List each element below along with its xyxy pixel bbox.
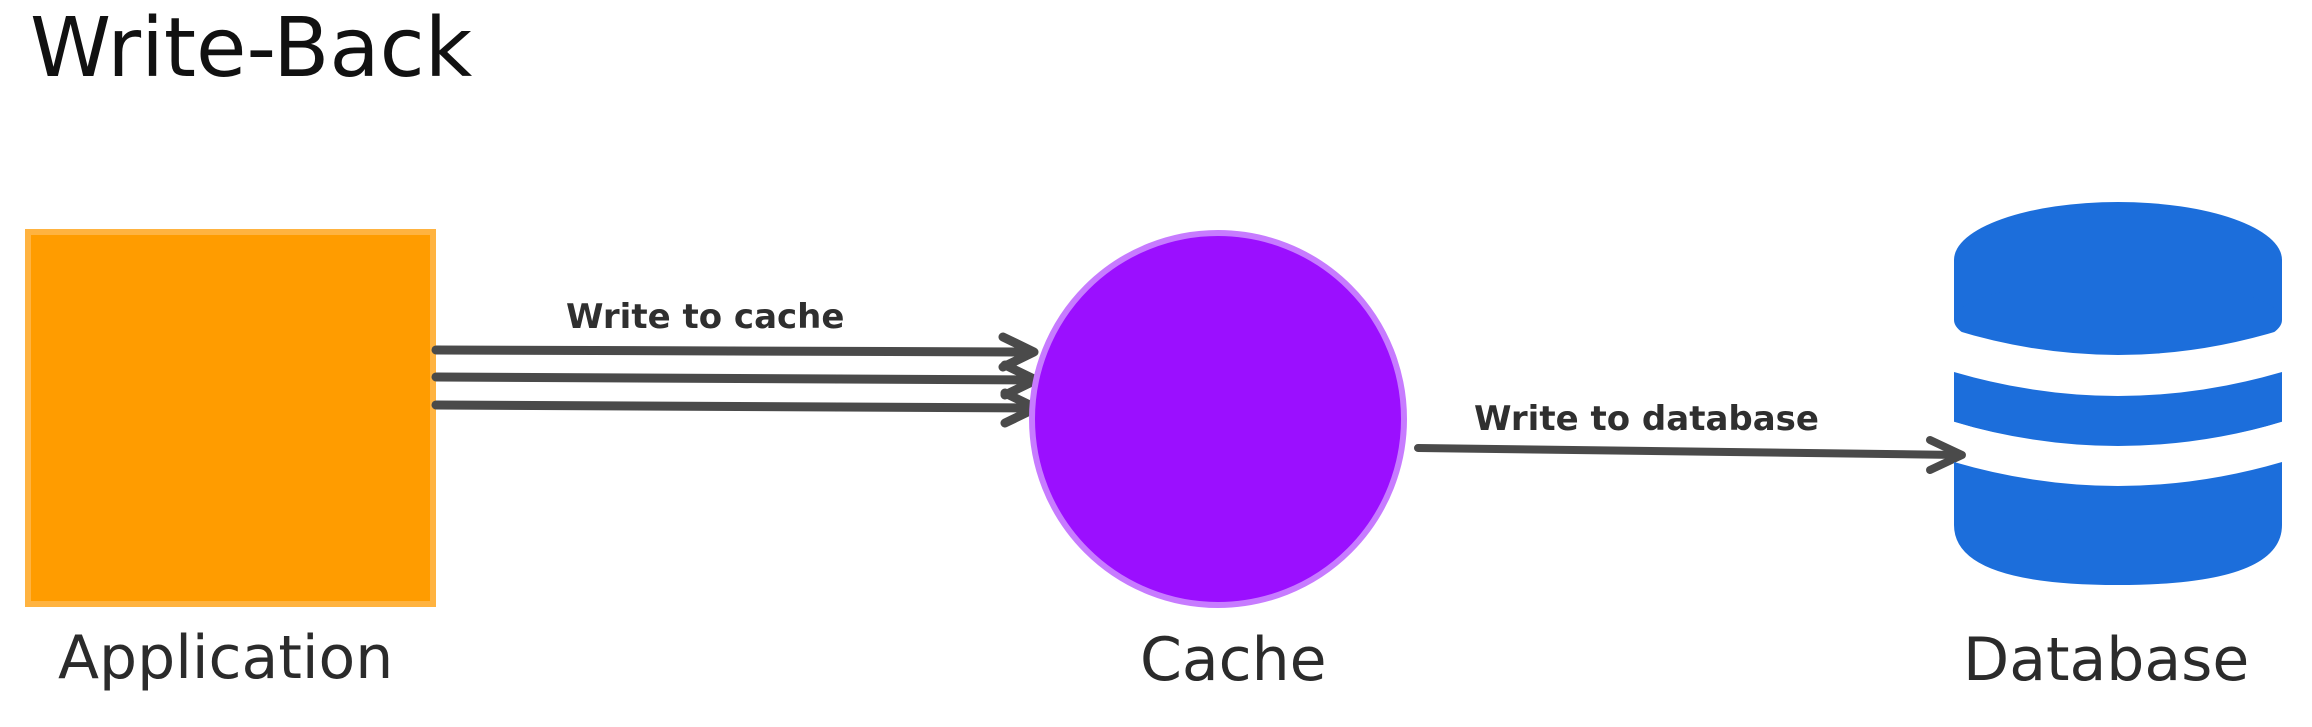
- edge-label-write-to-cache: Write to cache: [566, 297, 845, 337]
- app-to-cache-arrows: [431, 332, 1041, 428]
- cache-label: Cache: [1140, 625, 1327, 695]
- application-node: [25, 229, 436, 607]
- cache-node: [1029, 230, 1407, 608]
- database-label: Database: [1963, 625, 2250, 695]
- database-bands: [1946, 329, 2290, 469]
- diagram-title: Write-Back: [30, 1, 473, 96]
- cache-to-db-arrow: [1414, 436, 1966, 474]
- edge-label-write-to-database: Write to database: [1474, 399, 1819, 439]
- database-icon: [1954, 202, 2282, 585]
- application-label: Application: [58, 623, 394, 693]
